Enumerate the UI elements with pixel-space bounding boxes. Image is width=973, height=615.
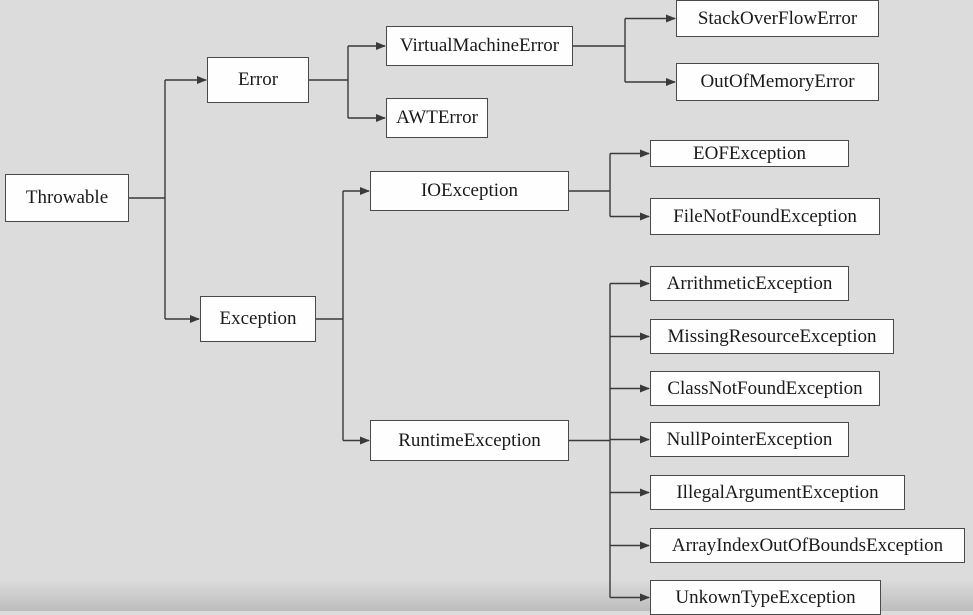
node-out-of-memory-error: OutOfMemoryError xyxy=(676,63,879,101)
node-throwable: Throwable xyxy=(5,174,129,222)
node-stack-overflow-error: StackOverFlowError xyxy=(676,0,879,37)
node-runtime-exception: RuntimeException xyxy=(370,420,569,461)
node-unknown-type-exception: UnkownTypeException xyxy=(650,580,881,615)
node-file-not-found-exception: FileNotFoundException xyxy=(650,198,880,235)
node-exception: Exception xyxy=(200,296,316,342)
node-class-not-found-exception: ClassNotFoundException xyxy=(650,371,880,406)
node-arithmetic-exception: ArrithmeticException xyxy=(650,266,849,301)
node-io-exception: IOException xyxy=(370,171,569,211)
node-awt-error: AWTError xyxy=(386,98,488,138)
node-array-index-out-of-bounds-exception: ArrayIndexOutOfBoundsException xyxy=(650,528,965,563)
node-error: Error xyxy=(207,57,309,103)
node-illegal-argument-exception: IllegalArgumentException xyxy=(650,475,905,510)
node-virtual-machine-error: VirtualMachineError xyxy=(386,26,573,66)
node-missing-resource-exception: MissingResourceException xyxy=(650,319,894,354)
node-eof-exception: EOFException xyxy=(650,140,849,167)
node-null-pointer-exception: NullPointerException xyxy=(650,422,849,457)
